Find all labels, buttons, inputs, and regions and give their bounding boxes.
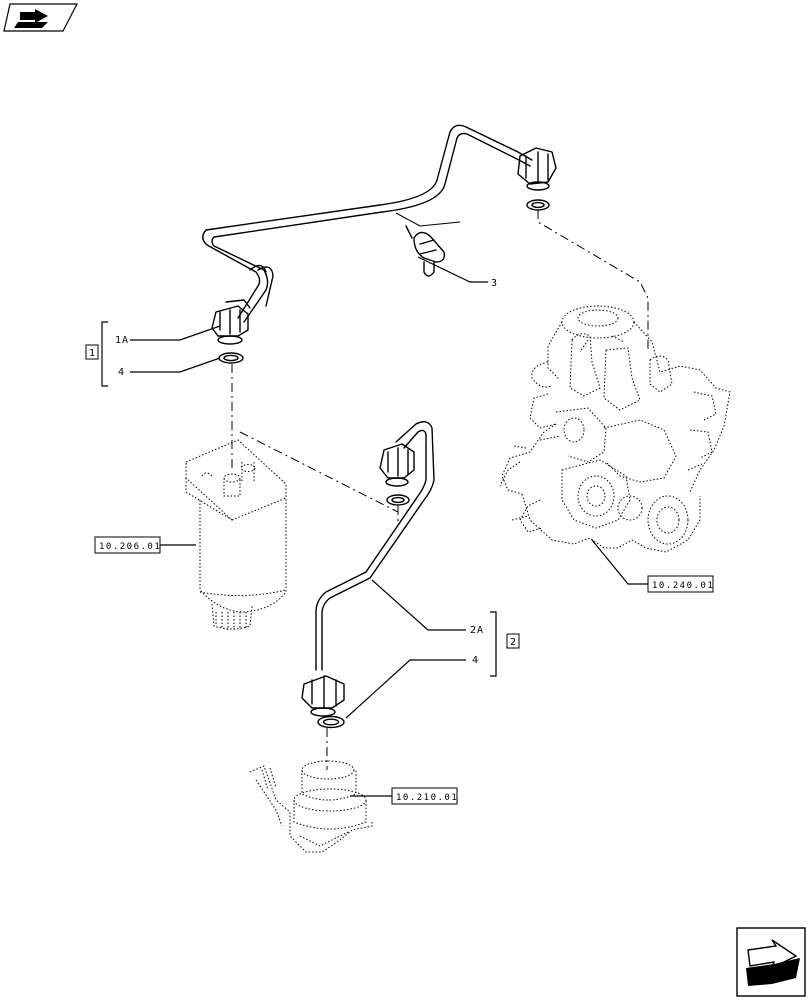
group-label-2: 2	[510, 637, 517, 648]
washer-4-upper	[218, 352, 244, 364]
callout-1a: 1A	[115, 335, 129, 346]
banjo-fitting-1a	[211, 299, 251, 345]
feed-pump	[249, 760, 373, 853]
fuel-filter	[185, 439, 287, 630]
lower-fuel-pipe	[315, 421, 435, 671]
book-forward-icon[interactable]	[3, 3, 78, 32]
ref-label-filter: 10.206.01	[99, 542, 161, 552]
banjo-fitting-filter-side	[379, 443, 415, 487]
next-page-arrow-icon[interactable]	[736, 927, 806, 997]
ref-link-injection-pump[interactable]: 10.240.01	[647, 575, 714, 593]
assembly-lines	[231, 210, 649, 770]
callout-3: 3	[491, 278, 498, 289]
ref-label-injection-pump: 10.240.01	[652, 581, 714, 591]
washer-filter-side	[386, 494, 410, 506]
leader-lines	[101, 256, 648, 797]
group-label-1: 1	[89, 348, 96, 359]
pipe-clip-3	[405, 225, 446, 277]
washer-4-lower	[317, 715, 345, 729]
banjo-fitting-2a	[301, 675, 345, 717]
banjo-fitting-pump-side	[517, 147, 557, 191]
ref-link-feed-pump[interactable]: 10.210.01	[391, 787, 458, 805]
callout-4-upper: 4	[118, 367, 125, 378]
callout-4-lower: 4	[472, 655, 479, 666]
callout-2a: 2A	[470, 625, 484, 636]
ref-label-feed-pump: 10.210.01	[396, 793, 458, 803]
washer-pump-side	[526, 199, 550, 211]
ref-link-filter[interactable]: 10.206.01	[94, 536, 161, 554]
group-box-2: 2	[506, 633, 520, 649]
upper-fuel-pipe	[202, 124, 533, 323]
group-box-1: 1	[85, 344, 99, 360]
injection-pump	[499, 305, 731, 553]
